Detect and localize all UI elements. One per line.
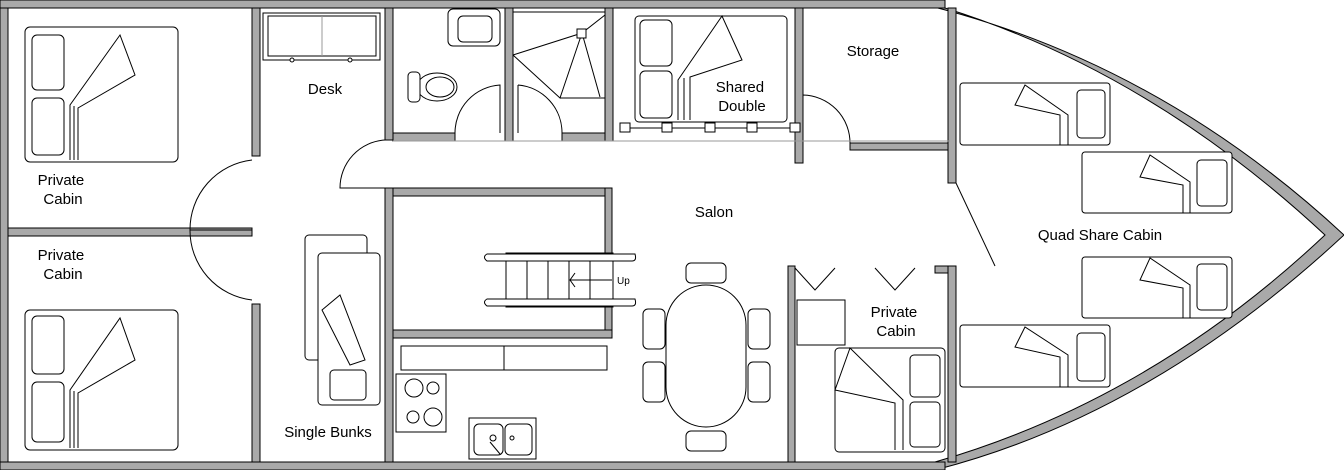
galley <box>395 345 608 460</box>
desk-furniture <box>262 12 381 63</box>
label-private-cabin-right: Private Cabin <box>871 304 922 340</box>
bed-private-cabin-right <box>796 299 946 453</box>
bathroom-fixtures <box>407 8 606 103</box>
label-shared-double: Shared Double <box>716 79 769 115</box>
outer-wall-top <box>0 0 946 9</box>
doors <box>189 84 996 301</box>
label-salon: Salon <box>695 204 733 221</box>
label-private-cabin-top: Private Cabin <box>38 172 89 208</box>
label-stairs-up: Up <box>617 276 630 287</box>
dining-table <box>642 262 771 452</box>
quad-bunks <box>959 82 1233 388</box>
outer-wall-left <box>0 0 9 470</box>
label-single-bunks: Single Bunks <box>284 424 372 441</box>
outer-wall-bottom <box>0 461 946 470</box>
bed-private-cabin-top <box>24 26 179 163</box>
sliding-partition <box>619 122 801 133</box>
stairs <box>484 252 637 308</box>
label-private-cabin-bottom: Private Cabin <box>38 247 89 283</box>
bed-private-cabin-bottom <box>24 309 179 451</box>
single-bunks-furniture <box>304 234 381 406</box>
label-storage: Storage <box>847 43 900 60</box>
label-quad-share-cabin: Quad Share Cabin <box>1038 227 1162 244</box>
label-desk: Desk <box>308 81 343 98</box>
bed-shared-double <box>634 14 788 123</box>
